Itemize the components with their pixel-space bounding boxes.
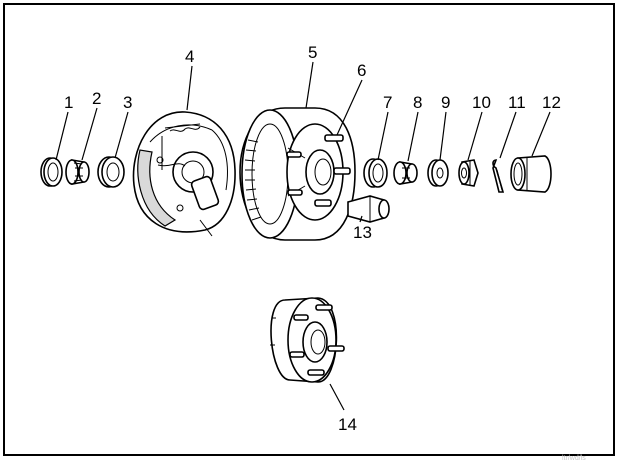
part-1-bearing-race [40,157,63,187]
part-10-castle-nut [458,159,479,187]
callout-8: 8 [413,93,422,112]
part-3-grease-seal [97,156,125,188]
part-7-outer-race [363,158,388,188]
part-12-dust-cap [510,155,552,193]
part-8-outer-cone [393,161,418,185]
part-14-hub [270,297,345,383]
callout-3: 3 [123,93,132,112]
callout-7: 7 [383,93,392,112]
watermark: ltr/wd/ls [562,455,586,462]
callout-11: 11 [508,93,526,112]
callout-labels: 1 2 3 4 5 6 7 8 9 10 11 12 13 14 [64,43,561,434]
callout-2: 2 [92,89,101,108]
callout-9: 9 [441,93,450,112]
part-9-washer [427,159,449,187]
callout-10: 10 [472,93,491,112]
callout-12: 12 [542,93,561,112]
part-4-brake-assembly [132,111,236,237]
callout-5: 5 [308,43,317,62]
part-13-lug-nut [347,195,390,223]
callout-13: 13 [353,223,372,242]
callout-14: 14 [338,415,357,434]
callout-4: 4 [185,47,194,66]
leader-lines [55,61,551,411]
part-11-cotter-pin [492,159,505,193]
part-2-bearing-cone [65,159,90,185]
callout-6: 6 [357,61,366,80]
part-6-wheel-studs [286,134,351,207]
callout-1: 1 [64,93,73,112]
